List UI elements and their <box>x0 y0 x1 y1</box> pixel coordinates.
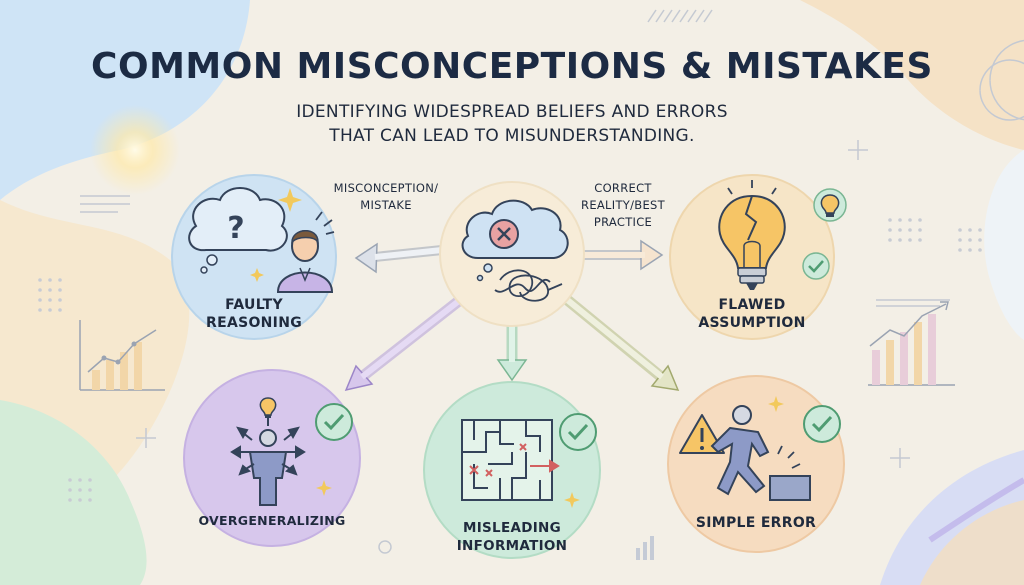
bar-chart-icon <box>868 301 955 386</box>
legend-correct-line-3: PRACTICE <box>593 215 653 229</box>
x-cloud-icon <box>461 199 569 282</box>
label-misleading-information: MISLEADING INFORMATION <box>432 519 592 555</box>
tangle-icon <box>494 269 563 302</box>
sparkle-icon <box>564 492 580 508</box>
broken-bulb-icon <box>718 180 786 290</box>
bulb-icon <box>813 188 847 222</box>
node-misleading-information <box>423 381 601 559</box>
subtitle-line-1: IDENTIFYING WIDESPREAD BELIEFS AND ERROR… <box>296 102 728 122</box>
label-simple-line-1: SIMPLE ERROR <box>695 515 817 531</box>
node-overgeneralizing <box>183 369 361 547</box>
label-simple-error: SIMPLE ERROR <box>680 514 832 532</box>
person-icon <box>276 230 334 293</box>
question-cloud-icon: ? <box>188 187 288 274</box>
check-icon <box>802 252 830 280</box>
label-faulty-line-2: REASONING <box>206 315 302 331</box>
sparkle-icon <box>768 396 784 412</box>
dot-grid <box>38 218 982 502</box>
node-simple-error <box>667 375 845 553</box>
decorative-marks <box>80 9 1024 468</box>
label-misleading-line-2: INFORMATION <box>456 538 568 554</box>
label-overgeneral-line-1: OVERGENERALIZING <box>198 513 346 528</box>
bar-chart-icon <box>79 320 165 391</box>
decor-ring <box>378 540 392 554</box>
legend-correct-line-1: CORRECT <box>594 181 652 195</box>
legend-misconception: MISCONCEPTION/ MISTAKE <box>330 180 442 214</box>
node-flawed-assumption <box>669 174 847 340</box>
maze-icon <box>461 419 560 501</box>
legend-correct-line-2: REALITY/BEST <box>581 198 665 212</box>
legend-misconception-line-2: MISTAKE <box>360 198 412 212</box>
check-icon <box>559 413 597 451</box>
emphasis-lines <box>315 211 335 235</box>
label-faulty-line-1: FAULTY <box>225 297 283 313</box>
label-misleading-line-1: MISLEADING <box>462 520 562 536</box>
sparkle-icon <box>316 480 332 496</box>
label-flawed-assumption: FLAWED ASSUMPTION <box>682 296 822 332</box>
tripping-person-icon <box>710 405 811 501</box>
check-icon <box>803 405 841 443</box>
warning-icon <box>679 414 725 454</box>
bar-chart-icon <box>636 536 654 560</box>
center-node <box>439 181 585 327</box>
legend-misconception-line-1: MISCONCEPTION/ <box>333 181 439 195</box>
legend-correct-practice: CORRECT REALITY/BEST PRACTICE <box>568 180 678 231</box>
node-faulty-reasoning: ? <box>171 174 337 340</box>
check-icon <box>315 403 353 441</box>
subtitle-line-2: THAT CAN LEAD TO MISUNDERSTANDING. <box>329 126 695 146</box>
label-overgeneralizing: OVERGENERALIZING <box>186 513 358 529</box>
sparkle-icon <box>250 188 302 282</box>
page-title: COMMON MISCONCEPTIONS & MISTAKES <box>91 46 933 87</box>
page-subtitle: IDENTIFYING WIDESPREAD BELIEFS AND ERROR… <box>212 100 812 148</box>
bulb-icon <box>259 397 277 418</box>
label-faulty-reasoning: FAULTY REASONING <box>190 296 318 332</box>
arrows-person-icon <box>230 416 306 506</box>
label-flawed-line-1: FLAWED <box>718 297 786 313</box>
svg-text:?: ? <box>227 211 244 246</box>
label-flawed-line-2: ASSUMPTION <box>698 315 806 331</box>
